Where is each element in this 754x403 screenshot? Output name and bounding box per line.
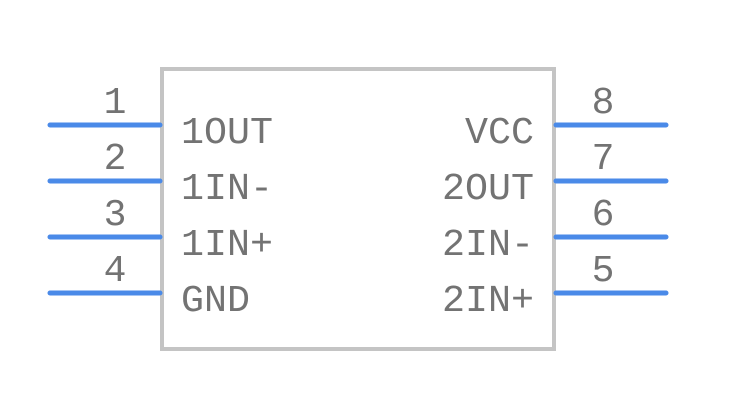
pin-label: 2IN- — [442, 224, 534, 267]
pin-number: 1 — [104, 82, 127, 125]
pin-label: 2OUT — [442, 168, 534, 211]
pin-3: 3 1IN+ — [47, 194, 273, 267]
pin-label: 1IN+ — [181, 224, 273, 267]
pin-label: 1IN- — [181, 168, 273, 211]
pin-label: 2IN+ — [442, 280, 534, 323]
ic-body-outline — [160, 67, 556, 351]
pin-number: 5 — [592, 250, 615, 293]
pin-5: 5 2IN+ — [442, 250, 669, 323]
pin-label: GND — [181, 280, 250, 323]
pin-7: 7 2OUT — [442, 138, 669, 211]
pin-2: 2 1IN- — [47, 138, 273, 211]
pin-number: 2 — [104, 138, 127, 181]
pin-6: 6 2IN- — [442, 194, 669, 267]
pin-number: 6 — [592, 194, 615, 237]
pin-number: 4 — [104, 250, 127, 293]
pin-1: 1 1OUT — [47, 82, 273, 155]
pin-label: VCC — [465, 112, 534, 155]
pin-number: 7 — [592, 138, 615, 181]
pin-number: 3 — [104, 194, 127, 237]
pin-number: 8 — [592, 82, 615, 125]
pin-label: 1OUT — [181, 112, 273, 155]
